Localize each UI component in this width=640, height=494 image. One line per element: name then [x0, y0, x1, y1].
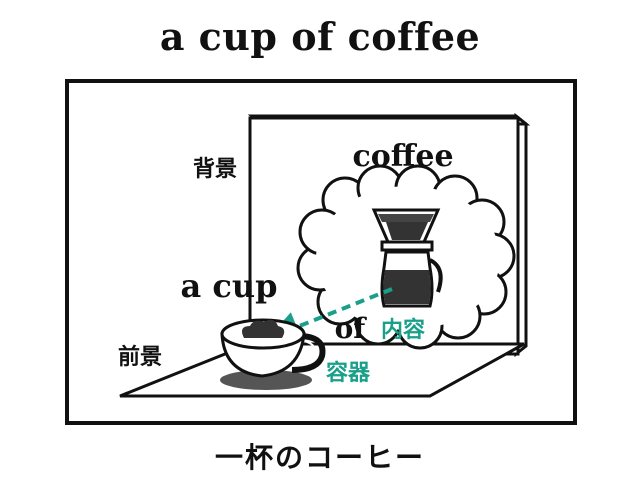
label-contents: 内容: [381, 317, 425, 343]
label-container: 容器: [326, 360, 371, 386]
diagram-caption: 一杯のコーヒー: [214, 441, 425, 474]
cloud-outline: [296, 164, 516, 350]
label-word-coffee: coffee: [352, 139, 453, 174]
label-foreground: 前景: [118, 344, 162, 370]
label-background: 背景: [193, 157, 237, 182]
floor-plane: [119, 342, 525, 398]
contents-arrow: [267, 287, 393, 342]
coffee-cup-icon: [220, 318, 326, 390]
diagram-title: a cup of coffee: [159, 14, 481, 59]
coffee-dripper-icon: [371, 208, 443, 308]
label-word-of: of: [335, 312, 368, 345]
label-word-a-cup: a cup: [181, 267, 278, 305]
